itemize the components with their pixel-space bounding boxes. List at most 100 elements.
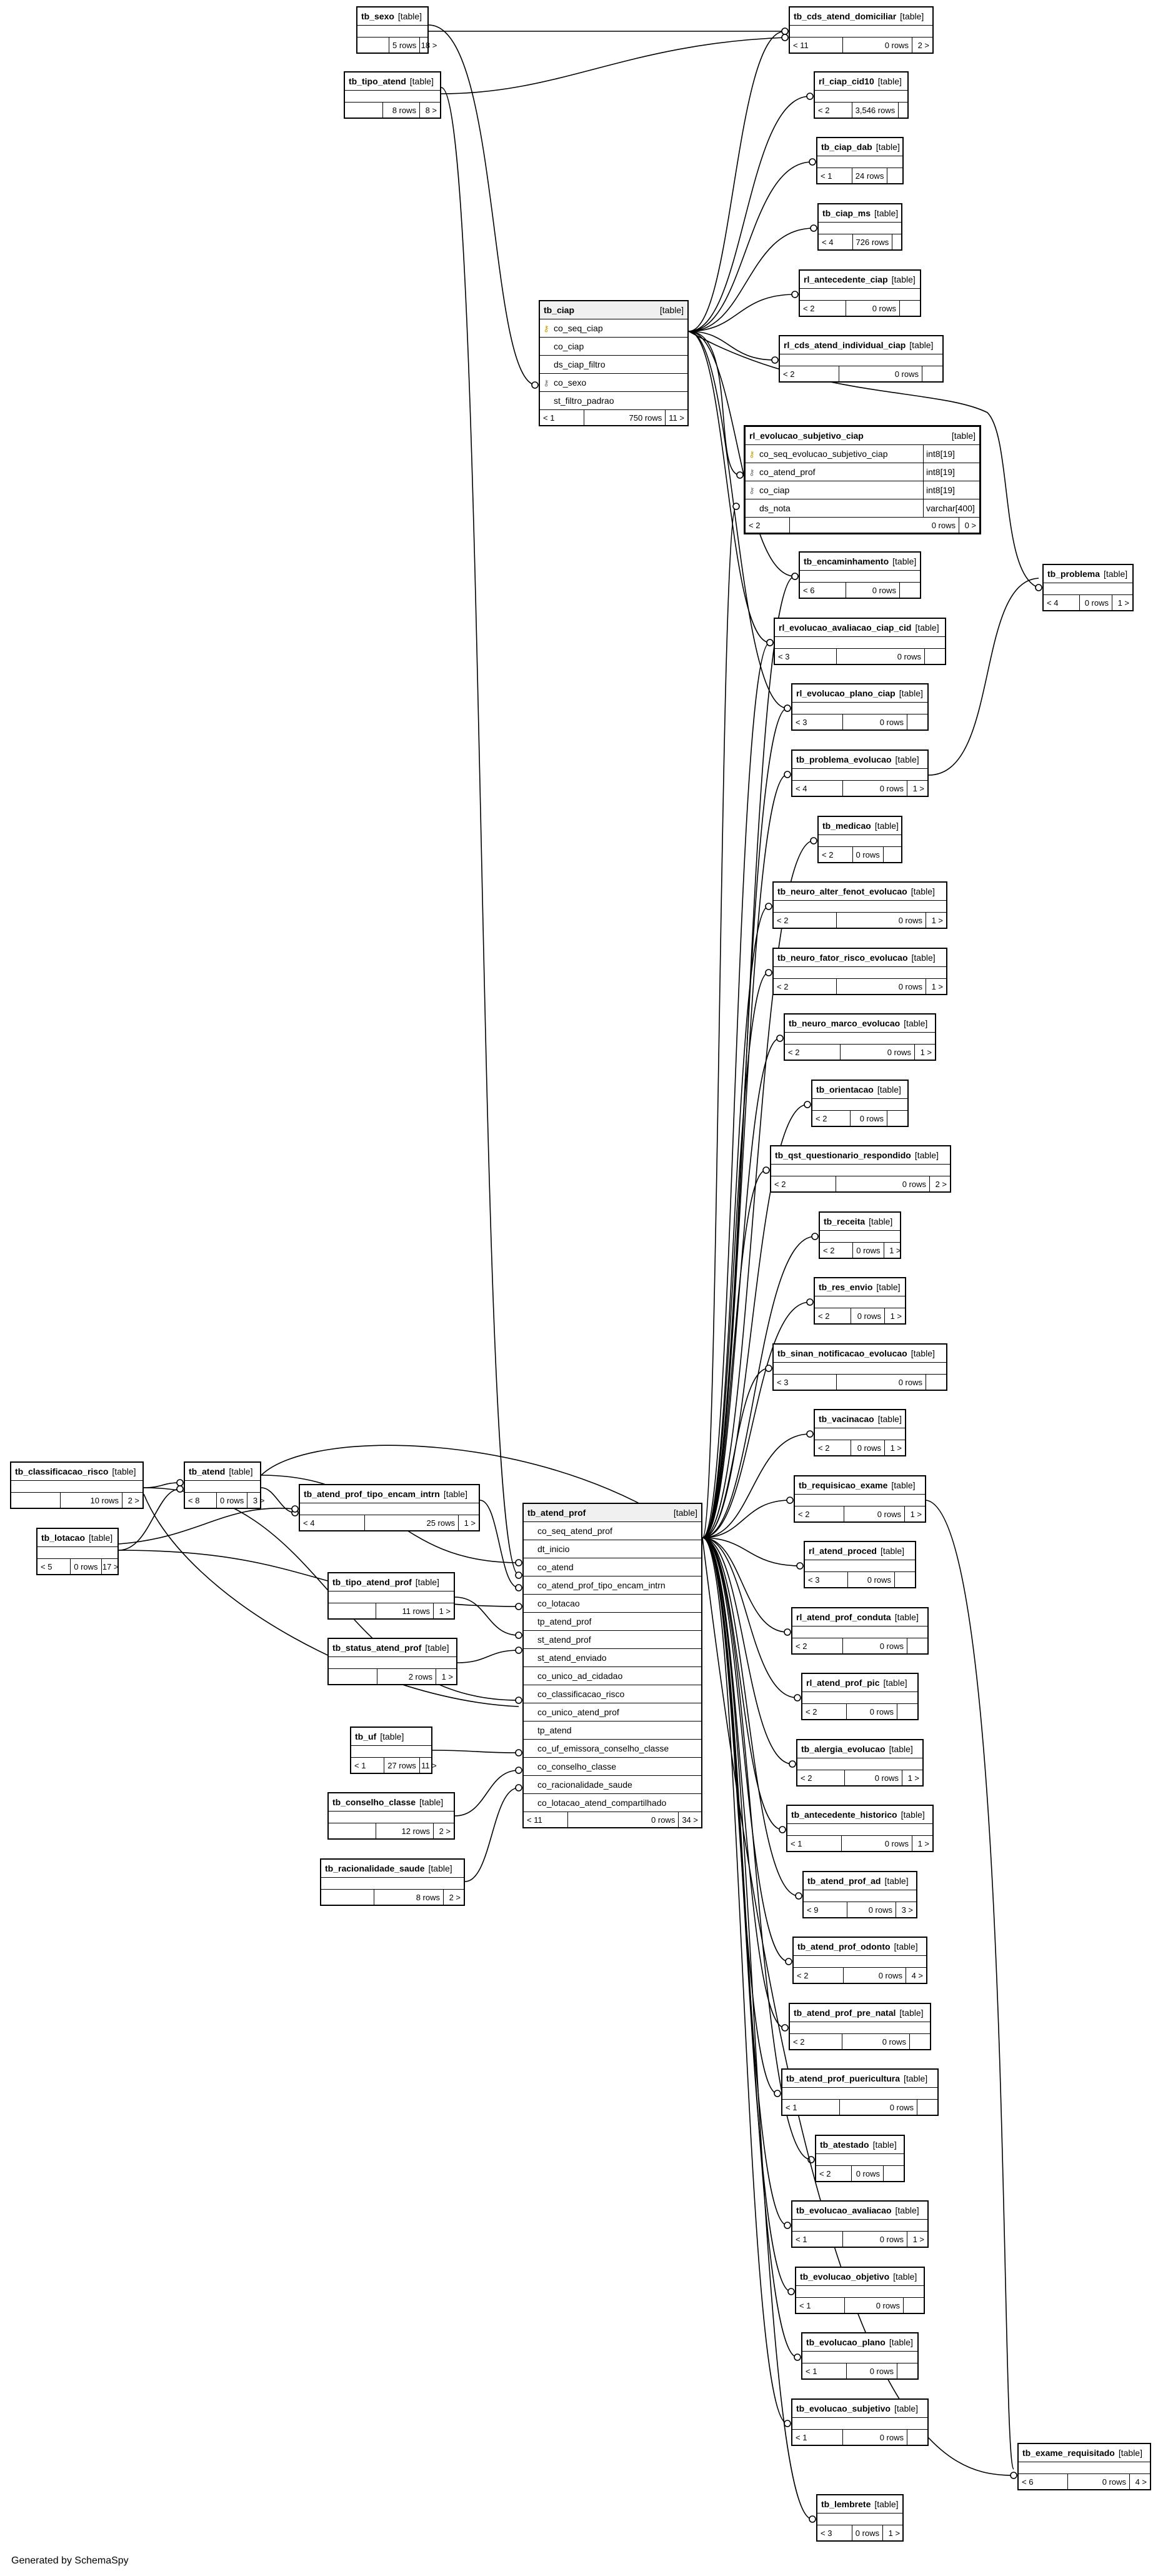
table-name[interactable]: tb_antecedente_historico (791, 1810, 897, 1820)
table-name[interactable]: tb_status_atend_prof (332, 1643, 422, 1653)
parents-count[interactable]: < 1 (782, 2100, 840, 2115)
column-row[interactable]: co_ciap (540, 338, 687, 356)
parents-count[interactable] (329, 1603, 377, 1618)
table-name[interactable]: tb_orientacao (816, 1085, 874, 1095)
parents-count[interactable]: < 2 (815, 1308, 852, 1323)
table-name[interactable]: tb_receita (824, 1216, 866, 1226)
table-name[interactable]: tb_sinan_notificacao_evolucao (777, 1348, 907, 1358)
table-name[interactable]: tb_ciap_dab (821, 142, 872, 152)
table-name[interactable]: tb_evolucao_objetivo (800, 2272, 890, 2282)
table-name[interactable]: tb_atend_prof (527, 1508, 586, 1518)
parents-count[interactable]: < 1 (796, 2298, 845, 2313)
table-header[interactable]: tb_qst_questionario_respondido[table] (771, 1146, 950, 1165)
children-count[interactable] (887, 168, 907, 183)
children-count[interactable]: 8 > (425, 105, 437, 115)
table-header[interactable]: tb_vacinacao[table] (815, 1410, 905, 1428)
children-count[interactable]: 1 > (907, 1773, 919, 1783)
parents-count[interactable]: < 2 (790, 2034, 842, 2049)
parents-count[interactable] (321, 1890, 375, 1905)
children-count[interactable]: 3 > (901, 1905, 913, 1915)
table-header[interactable]: tb_orientacao[table] (812, 1081, 907, 1099)
parents-count[interactable]: < 9 (804, 1902, 847, 1917)
parents-count[interactable]: < 5 (37, 1559, 71, 1574)
table-header[interactable]: tb_status_atend_prof[table] (329, 1639, 456, 1657)
children-count[interactable]: 2 > (935, 1179, 947, 1189)
table-header[interactable]: tb_tipo_atend[table] (345, 73, 440, 91)
parents-count[interactable]: < 2 (797, 1770, 846, 1785)
children-count[interactable]: 2 > (917, 40, 929, 50)
table-header[interactable]: rl_atend_proced[table] (805, 1542, 915, 1560)
children-count[interactable]: 1 > (931, 981, 943, 991)
table-header[interactable]: rl_evolucao_avaliacao_ciap_cid[table] (775, 619, 945, 637)
parents-count[interactable]: < 11 (790, 38, 844, 53)
table-header[interactable]: tb_ciap[table] (540, 301, 687, 319)
table-header[interactable]: rl_evolucao_subjetivo_ciap[table] (746, 427, 979, 445)
children-count[interactable] (887, 1111, 907, 1126)
table-header[interactable]: tb_encaminhamento[table] (800, 553, 920, 571)
table-rl-evolucao-subjetivo-ciap[interactable]: rl_evolucao_subjetivo_ciap[table]⚷co_seq… (744, 425, 981, 534)
parents-count[interactable]: < 8 (185, 1493, 217, 1508)
children-count[interactable] (884, 847, 904, 862)
children-count[interactable]: 2 > (127, 1495, 139, 1505)
table-header[interactable]: tb_lembrete[table] (817, 2495, 902, 2513)
children-count[interactable]: 11 > (669, 413, 684, 423)
parents-count[interactable]: < 1 (787, 1836, 842, 1851)
children-count[interactable]: 1 > (920, 1047, 932, 1057)
table-name[interactable]: tb_qst_questionario_respondido (775, 1150, 911, 1160)
table-name[interactable]: tb_alergia_evolucao (801, 1744, 886, 1754)
parents-count[interactable]: < 2 (800, 301, 846, 316)
table-name[interactable]: rl_evolucao_avaliacao_ciap_cid (779, 623, 912, 633)
table-header[interactable]: tb_neuro_alter_fenot_evolucao[table] (774, 883, 946, 901)
column-row[interactable]: co_unico_atend_prof (524, 1703, 701, 1722)
table-name[interactable]: tb_atestado (820, 2140, 869, 2150)
table-header[interactable]: tb_sexo[table] (357, 8, 427, 26)
children-count[interactable]: 1 > (888, 2528, 901, 2538)
children-count[interactable] (922, 366, 942, 381)
table-name[interactable]: tb_tipo_atend (349, 76, 406, 86)
children-count[interactable]: 0 > (964, 520, 976, 530)
table-header[interactable]: tb_neuro_marco_evolucao[table] (785, 1015, 935, 1033)
table-name[interactable]: tb_ciap (544, 305, 575, 315)
table-header[interactable]: tb_ciap_ms[table] (819, 204, 901, 223)
children-count[interactable]: 34 > (682, 1815, 698, 1825)
table-header[interactable]: tb_atend_prof_tipo_encam_intrn[table] (300, 1485, 479, 1503)
column-row[interactable]: co_uf_emissora_conselho_classe (524, 1740, 701, 1758)
table-header[interactable]: tb_evolucao_subjetivo[table] (792, 2400, 927, 2418)
parents-count[interactable]: < 1 (540, 410, 584, 425)
parents-count[interactable]: < 1 (351, 1758, 385, 1773)
children-count[interactable]: 1 > (1117, 598, 1129, 608)
children-count[interactable]: 4 > (1135, 2477, 1147, 2487)
children-count[interactable] (917, 2100, 937, 2115)
table-name[interactable]: tb_evolucao_plano (806, 2337, 886, 2347)
parents-count[interactable]: < 4 (1044, 595, 1080, 610)
children-count[interactable]: 2 > (439, 1826, 451, 1836)
table-name[interactable]: tb_atend_prof_pre_natal (794, 2008, 896, 2018)
table-name[interactable]: tb_problema (1047, 569, 1101, 579)
column-row[interactable]: co_seq_atend_prof (524, 1522, 701, 1540)
parents-count[interactable] (345, 103, 383, 118)
